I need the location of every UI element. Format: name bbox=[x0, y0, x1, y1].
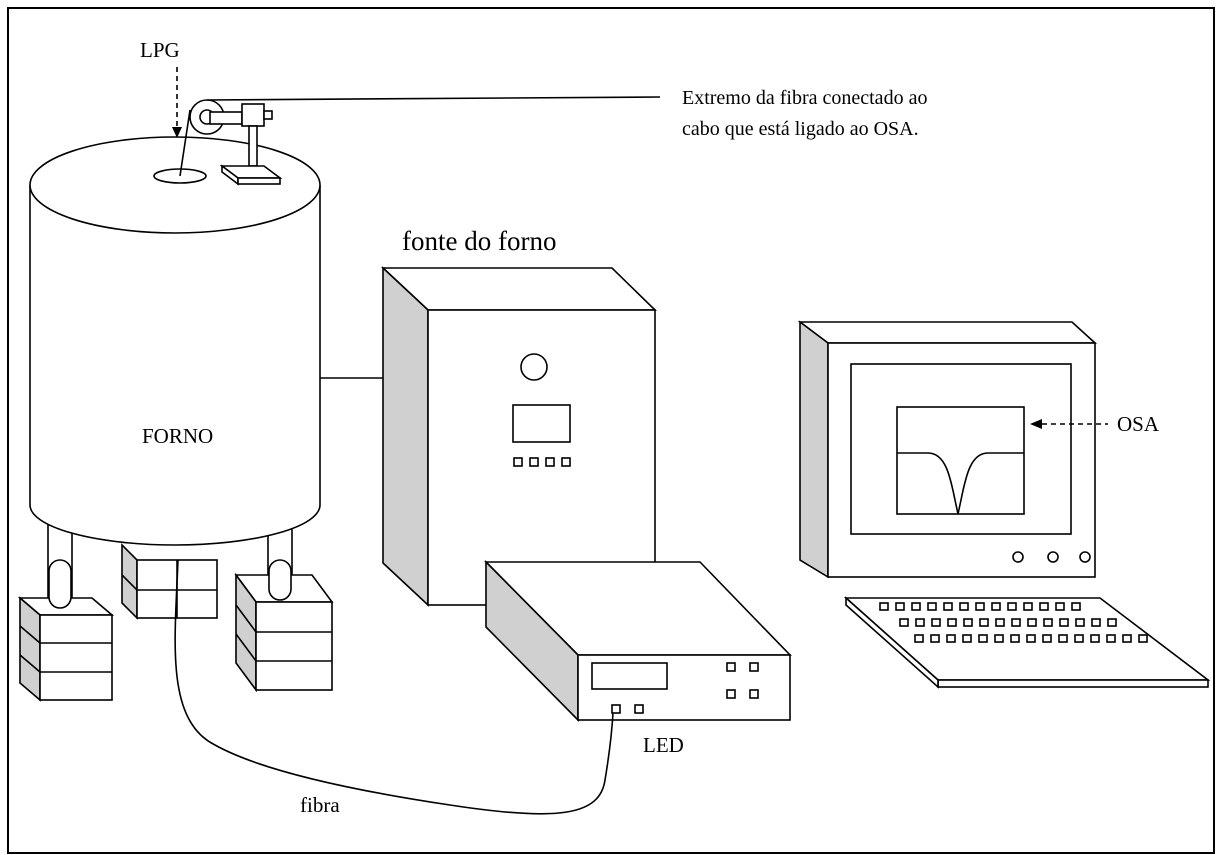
mount-post bbox=[248, 125, 258, 167]
leg-foot-left bbox=[48, 559, 72, 609]
furnace-body bbox=[29, 185, 321, 546]
fiber-mount bbox=[179, 96, 661, 186]
mount-clamp bbox=[241, 103, 265, 127]
power-display bbox=[512, 404, 571, 443]
furnace-power-supply bbox=[320, 266, 657, 607]
label-lpg: LPG bbox=[140, 38, 180, 62]
led-port bbox=[611, 704, 621, 714]
osa-spectrum bbox=[897, 452, 1024, 515]
osa-monitor bbox=[797, 320, 1098, 579]
furnace-top bbox=[29, 136, 321, 234]
diagram-border bbox=[7, 7, 1215, 854]
label-osa: OSA bbox=[1117, 412, 1160, 436]
label-furnace: FORNO bbox=[142, 424, 213, 448]
mount-arm bbox=[209, 111, 243, 125]
osa-pointer-head bbox=[1030, 419, 1042, 429]
fiber-cable bbox=[174, 559, 614, 815]
keyboard-keys bbox=[879, 602, 1148, 643]
block-stack-left bbox=[17, 596, 115, 702]
fiber-in-furnace bbox=[179, 109, 191, 177]
led-display bbox=[591, 662, 668, 690]
osa-plot bbox=[896, 406, 1025, 515]
furnace bbox=[29, 136, 321, 606]
leg-foot-right bbox=[268, 559, 292, 601]
lpg-arrowhead bbox=[172, 127, 182, 138]
label-led: LED bbox=[643, 733, 684, 757]
label-furnace-source: fonte do forno bbox=[402, 226, 556, 256]
label-fiber-end-line1: Extremo da fibra conectado ao bbox=[682, 87, 927, 109]
label-fiber: fibra bbox=[300, 793, 340, 817]
fiber-to-osa bbox=[206, 96, 661, 101]
mount-base-front bbox=[237, 177, 281, 185]
power-knob bbox=[520, 353, 548, 381]
mount-knob bbox=[263, 110, 273, 120]
block-stack-middle bbox=[121, 543, 218, 620]
led-source bbox=[484, 560, 792, 722]
keyboard bbox=[843, 596, 1211, 689]
label-fiber-end-line2: cabo que está ligado ao OSA. bbox=[682, 118, 919, 140]
